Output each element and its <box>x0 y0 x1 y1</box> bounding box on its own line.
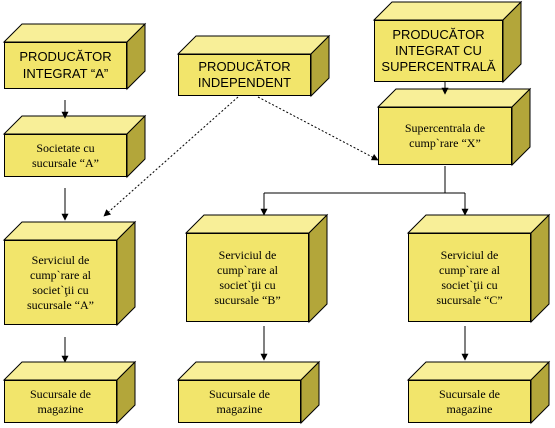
box-top-face <box>2 23 147 43</box>
box-top-face <box>2 221 137 241</box>
node-producator-integrat-a: PRODUCĂTOR INTEGRAT “A” <box>4 42 127 89</box>
node-serviciul-a: Serviciul de cump`rare al societ`ţii cu … <box>4 240 117 325</box>
node-label: PRODUCĂTOR INDEPENDENT <box>197 58 292 90</box>
box-top-face <box>184 214 329 234</box>
box-side-face <box>502 0 522 84</box>
box-side-face <box>300 360 320 425</box>
node-label: Serviciul de cump`rare al societ`ţii cu … <box>214 247 281 307</box>
box-top-face <box>176 361 321 381</box>
node-label: PRODUCĂTOR INTEGRAT CU SUPERCENTRALĂ <box>381 26 496 75</box>
node-label: PRODUCĂTOR INTEGRAT “A” <box>19 49 112 81</box>
box-side-face <box>126 22 146 91</box>
box-top-face <box>372 1 523 21</box>
box-top-face <box>376 88 532 108</box>
node-label: Serviciul de cump`rare al societ`ţii cu … <box>27 252 94 312</box>
box-top-face <box>2 115 147 135</box>
box-side-face <box>511 87 531 167</box>
box-top-face <box>176 35 331 55</box>
box-side-face <box>530 360 550 425</box>
node-serviciul-c: Serviciul de cump`rare al societ`ţii cu … <box>408 233 531 322</box>
box-side-face <box>126 114 146 179</box>
node-producator-independent: PRODUCĂTOR INDEPENDENT <box>178 54 311 96</box>
box-top-face <box>406 361 551 381</box>
box-top-face <box>406 214 551 234</box>
box-side-face <box>310 34 330 98</box>
box-top-face <box>2 361 137 381</box>
node-label: Sucursale de magazine <box>209 386 270 416</box>
arrow-independent-to-supercentrala <box>257 96 379 161</box>
arrow-independent-to-serviciul-a <box>103 96 239 217</box>
node-producator-integrat-supercentrala: PRODUCĂTOR INTEGRAT CU SUPERCENTRALĂ <box>374 20 503 82</box>
box-side-face <box>530 213 550 324</box>
node-sucursale-2: Sucursale de magazine <box>178 380 301 423</box>
box-side-face <box>116 360 136 425</box>
node-supercentrala-x: Supercentrala de cump`rare “X” <box>378 107 512 165</box>
node-label: Serviciul de cump`rare al societ`ţii cu … <box>436 247 503 307</box>
box-side-face <box>116 220 136 327</box>
node-label: Sucursale de magazine <box>439 386 500 416</box>
node-sucursale-1: Sucursale de magazine <box>4 380 117 423</box>
node-label: Supercentrala de cump`rare “X” <box>404 121 486 150</box>
node-label: Societate cu sucursale “A” <box>32 140 99 170</box>
node-societate-sucursale-a: Societate cu sucursale “A” <box>4 134 127 177</box>
node-label: Sucursale de magazine <box>30 386 91 416</box>
node-serviciul-b: Serviciul de cump`rare al societ`ţii cu … <box>186 233 309 322</box>
node-sucursale-3: Sucursale de magazine <box>408 380 531 423</box>
box-side-face <box>308 213 328 324</box>
